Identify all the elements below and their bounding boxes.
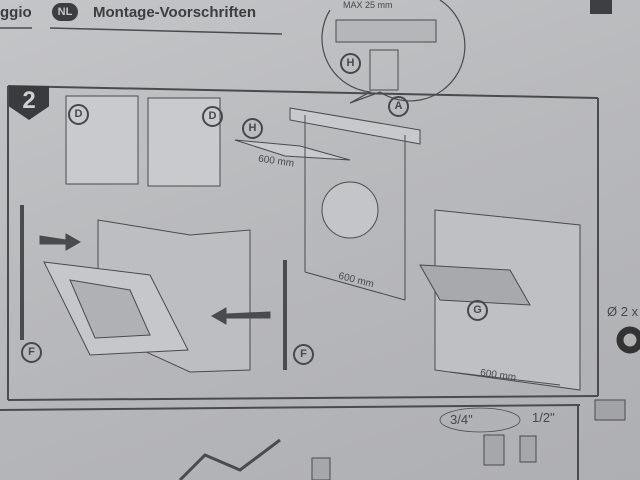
part-h-callout: H	[340, 53, 361, 74]
corner-tab	[590, 0, 612, 14]
max-distance-label: MAX 25 mm	[343, 0, 393, 10]
language-badge: NL	[52, 3, 78, 21]
part-h: H	[242, 118, 263, 139]
previous-section-label: ggio	[0, 4, 32, 21]
diameter-label: Ø 2 x	[607, 304, 639, 319]
part-f-right: F	[293, 344, 314, 365]
fitting-three-quarter-label: 3/4"	[450, 412, 473, 427]
part-f-left: F	[21, 342, 42, 363]
part-d-left: D	[68, 104, 89, 125]
fitting-half-inch-label: 1/2"	[532, 410, 555, 425]
step-number: 2	[9, 86, 49, 120]
part-a: A	[388, 96, 409, 117]
section-title: Montage-Voorschriften	[93, 4, 257, 21]
part-g: G	[467, 300, 488, 321]
part-d-right: D	[202, 106, 223, 127]
